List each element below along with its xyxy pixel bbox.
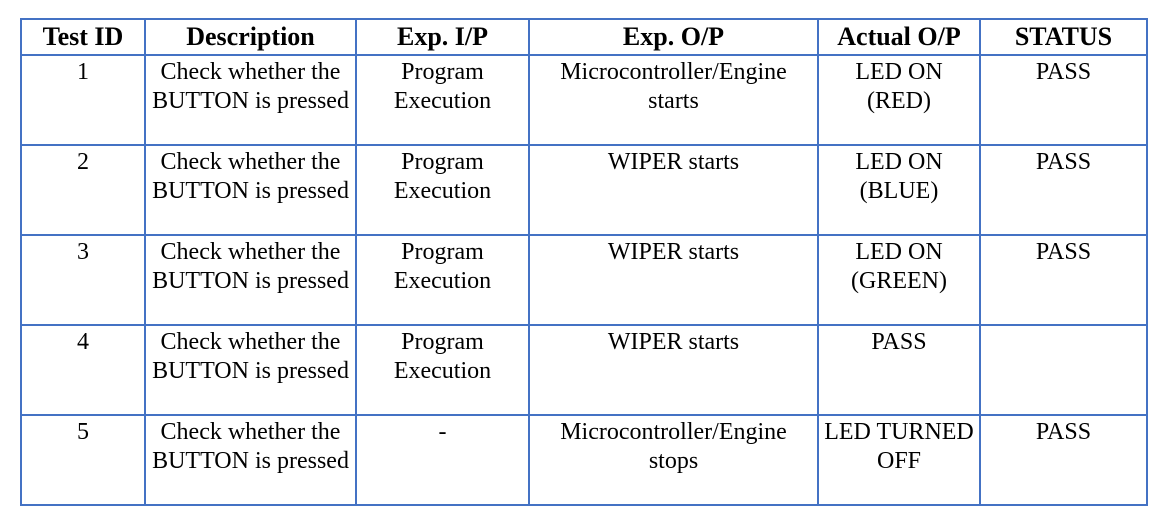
cell-status: PASS bbox=[979, 414, 1148, 506]
cell-test-id: 5 bbox=[20, 414, 146, 506]
test-case-table: Test ID Description Exp. I/P Exp. O/P Ac… bbox=[20, 18, 1148, 506]
table-row: 5 Check whether the BUTTON is pressed - … bbox=[20, 414, 1148, 506]
cell-test-id: 1 bbox=[20, 54, 146, 146]
cell-expected-output: WIPER starts bbox=[528, 234, 819, 326]
cell-test-id: 3 bbox=[20, 234, 146, 326]
cell-expected-input: Program Execution bbox=[355, 54, 530, 146]
header-test-id: Test ID bbox=[20, 18, 146, 56]
cell-actual-output: LED TURNED OFF bbox=[817, 414, 981, 506]
cell-test-id: 2 bbox=[20, 144, 146, 236]
cell-actual-output: LED ON (GREEN) bbox=[817, 234, 981, 326]
cell-test-id: 4 bbox=[20, 324, 146, 416]
cell-status: PASS bbox=[979, 144, 1148, 236]
header-actual-output: Actual O/P bbox=[817, 18, 981, 56]
table-row: 4 Check whether the BUTTON is pressed Pr… bbox=[20, 324, 1148, 416]
header-description: Description bbox=[144, 18, 357, 56]
cell-expected-input: Program Execution bbox=[355, 324, 530, 416]
cell-actual-output: LED ON (RED) bbox=[817, 54, 981, 146]
cell-expected-input: - bbox=[355, 414, 530, 506]
cell-expected-output: WIPER starts bbox=[528, 324, 819, 416]
table-header-row: Test ID Description Exp. I/P Exp. O/P Ac… bbox=[20, 18, 1148, 56]
cell-status: PASS bbox=[979, 234, 1148, 326]
cell-description: Check whether the BUTTON is pressed bbox=[144, 324, 357, 416]
header-expected-output: Exp. O/P bbox=[528, 18, 819, 56]
cell-actual-output: LED ON (BLUE) bbox=[817, 144, 981, 236]
cell-description: Check whether the BUTTON is pressed bbox=[144, 54, 357, 146]
table-row: 1 Check whether the BUTTON is pressed Pr… bbox=[20, 54, 1148, 146]
header-expected-input: Exp. I/P bbox=[355, 18, 530, 56]
table-row: 2 Check whether the BUTTON is pressed Pr… bbox=[20, 144, 1148, 236]
cell-expected-input: Program Execution bbox=[355, 144, 530, 236]
cell-expected-output: Microcontroller/Engine starts bbox=[528, 54, 819, 146]
cell-status bbox=[979, 324, 1148, 416]
header-status: STATUS bbox=[979, 18, 1148, 56]
cell-status: PASS bbox=[979, 54, 1148, 146]
cell-actual-output: PASS bbox=[817, 324, 981, 416]
cell-description: Check whether the BUTTON is pressed bbox=[144, 234, 357, 326]
cell-description: Check whether the BUTTON is pressed bbox=[144, 144, 357, 236]
cell-expected-output: Microcontroller/Engine stops bbox=[528, 414, 819, 506]
table-row: 3 Check whether the BUTTON is pressed Pr… bbox=[20, 234, 1148, 326]
cell-expected-input: Program Execution bbox=[355, 234, 530, 326]
cell-description: Check whether the BUTTON is pressed bbox=[144, 414, 357, 506]
cell-expected-output: WIPER starts bbox=[528, 144, 819, 236]
